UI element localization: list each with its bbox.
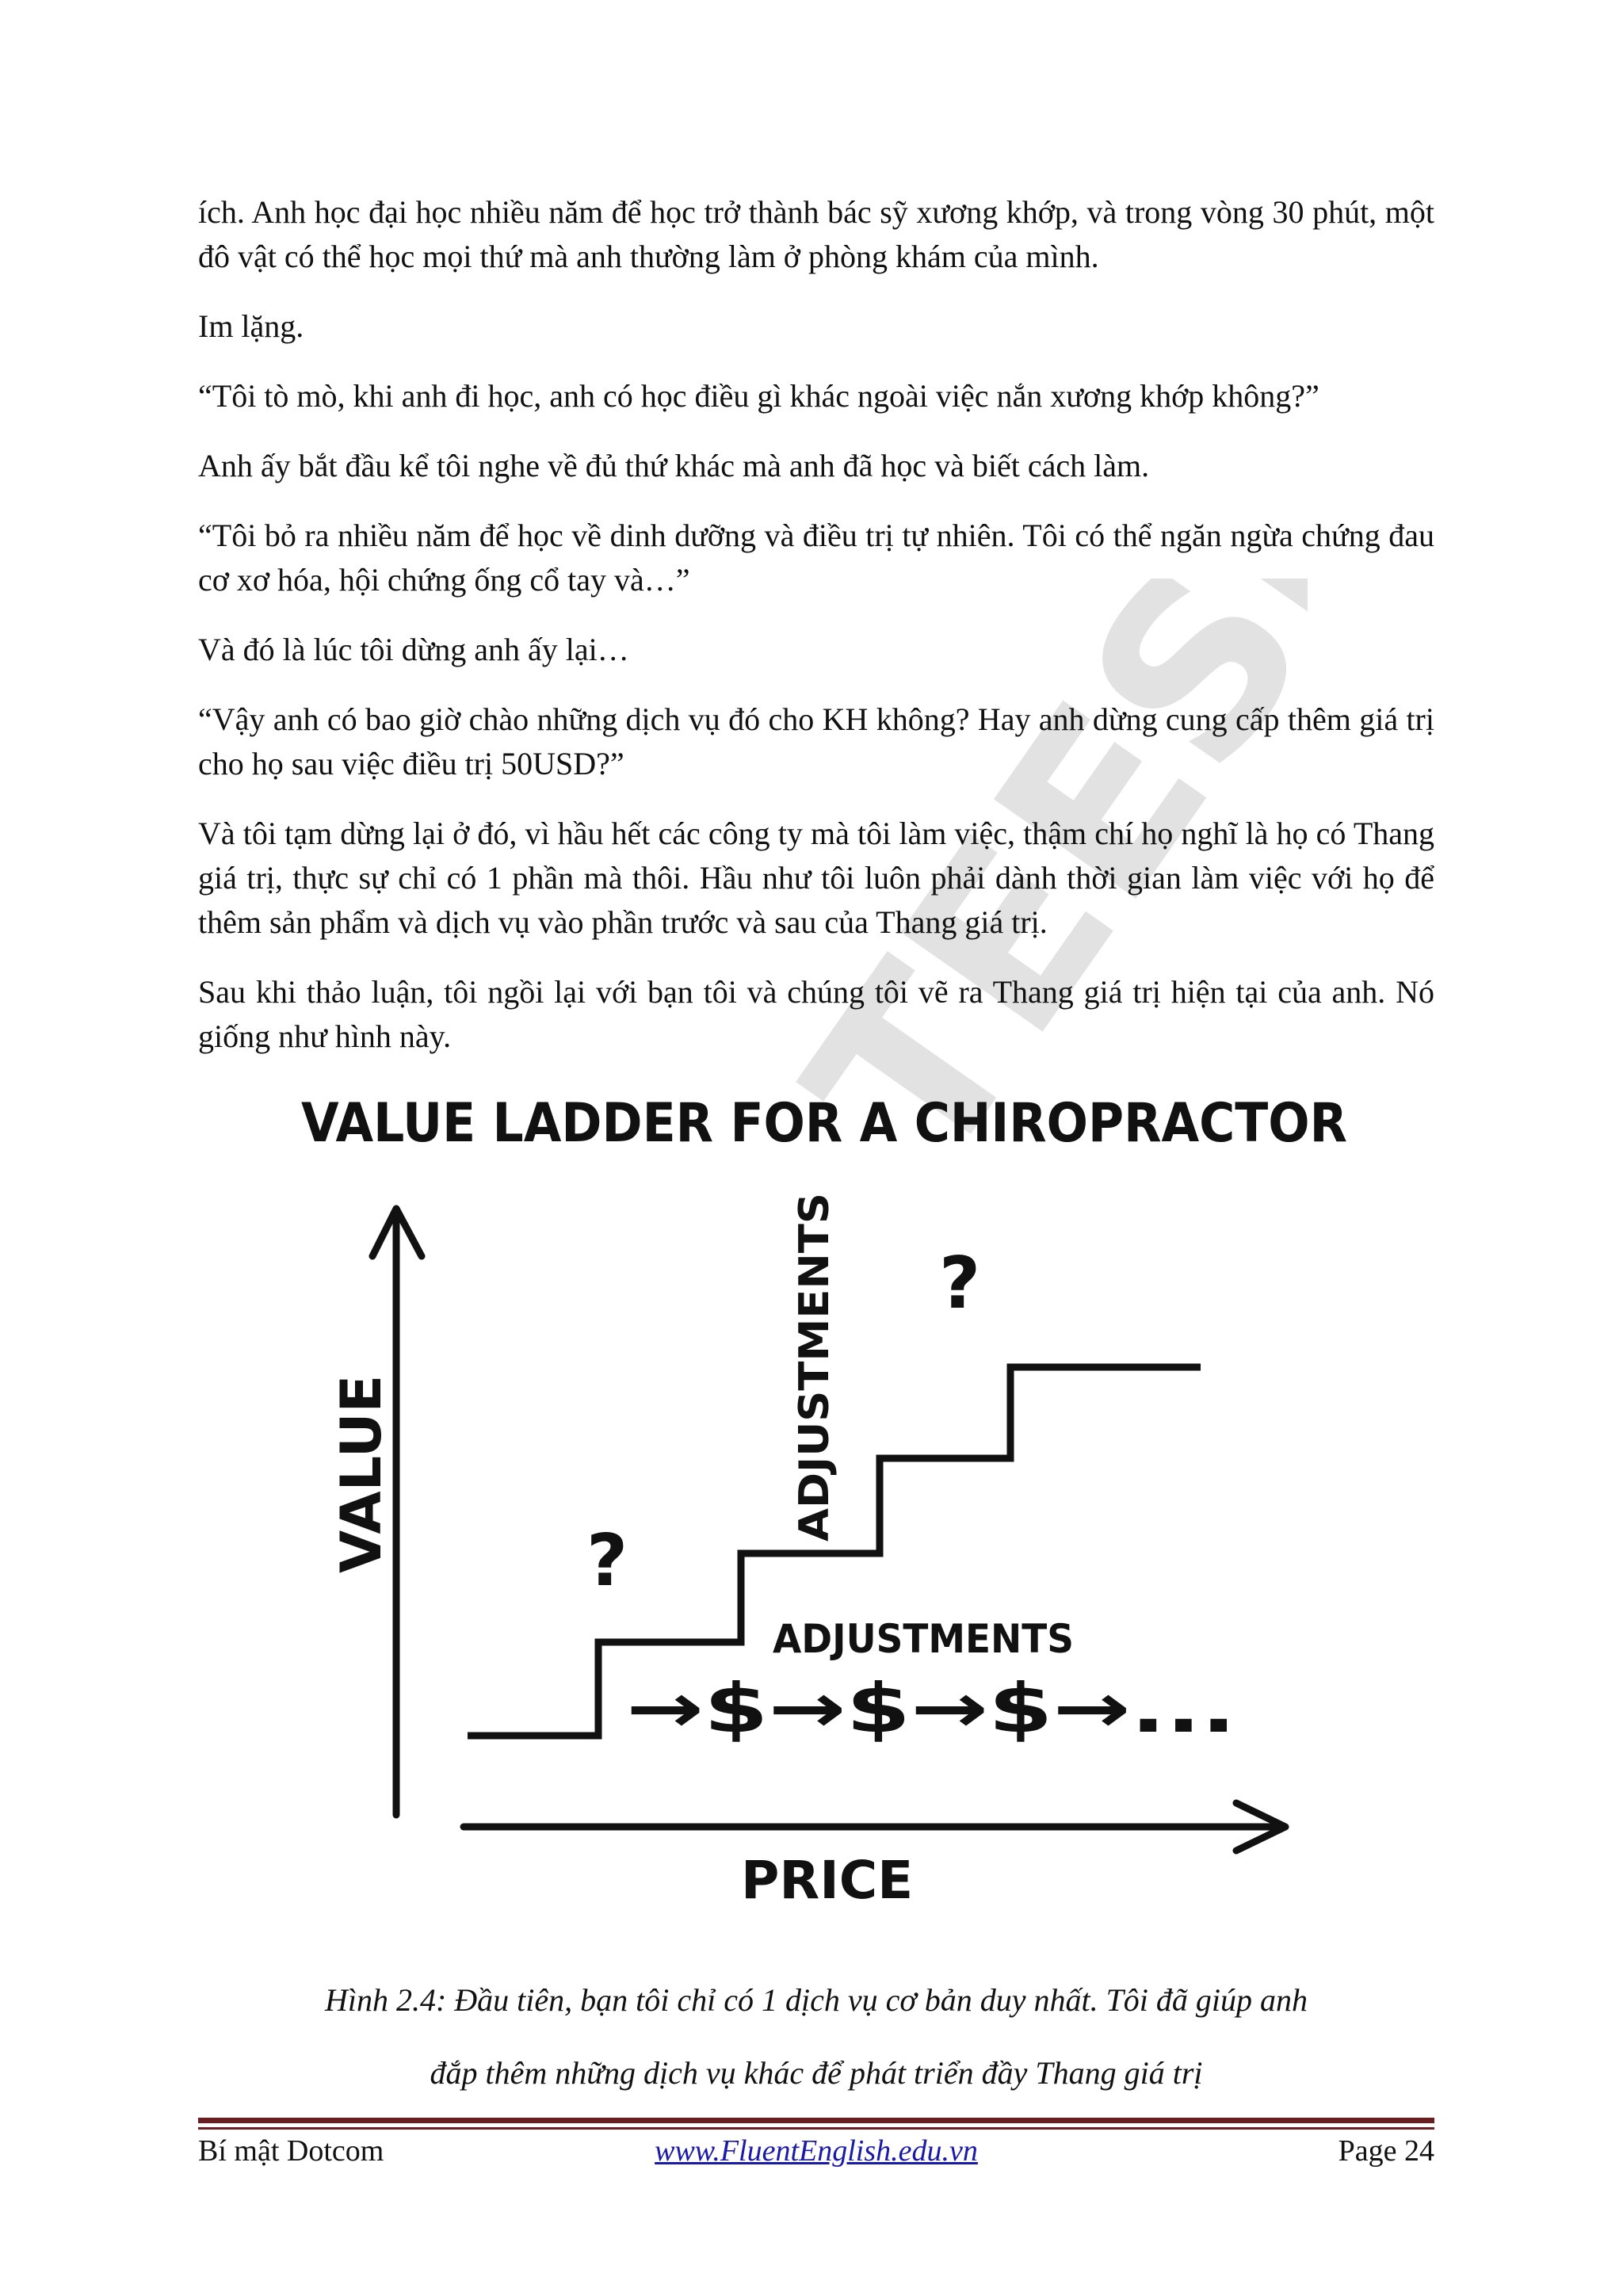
x-axis-label: PRICE	[741, 1850, 913, 1910]
paragraph: “Tôi tò mò, khi anh đi học, anh có học đ…	[198, 378, 1319, 414]
paragraph: ích. Anh học đại học nhiều năm để học tr…	[198, 194, 1434, 274]
paragraph: “Vậy anh có bao giờ chào những dịch vụ đ…	[198, 701, 1434, 781]
body-text: ích. Anh học đại học nhiều năm để học tr…	[198, 190, 1434, 1084]
paragraph: Anh ấy bắt đầu kể tôi nghe về đủ thứ khá…	[198, 448, 1150, 483]
figure-caption-line-2: đắp thêm những dịch vụ khác để phát triể…	[430, 2055, 1203, 2091]
figure-caption-line-1: Hình 2.4: Đầu tiên, bạn tôi chỉ có 1 dịc…	[324, 1982, 1308, 2018]
footer-book-title: Bí mật Dotcom	[198, 2134, 384, 2168]
paragraph: Im lặng.	[198, 308, 304, 344]
figure-title: VALUE LADDER FOR A CHIROPRACTOR	[301, 1092, 1347, 1155]
ladder-steps	[468, 1363, 1201, 1740]
page-number: Page 24	[1338, 2134, 1434, 2168]
footer-website-link[interactable]: www.FluentEnglish.edu.vn	[655, 2134, 978, 2168]
paragraph: Sau khi thảo luận, tôi ngồi lại với bạn …	[198, 974, 1434, 1054]
adjustments-flow: →$→$→$→...	[626, 1669, 1236, 1748]
upper-step-label: ADJUSTMENTS	[791, 1193, 838, 1541]
y-axis-arrowhead	[369, 1205, 426, 1260]
footer-link-container: www.FluentEnglish.edu.vn	[198, 2134, 1434, 2168]
question-mark-upper: ?	[939, 1242, 980, 1325]
page-footer: Bí mật Dotcom www.FluentEnglish.edu.vn P…	[198, 2134, 1434, 2173]
y-axis-label: VALUE	[329, 1375, 394, 1573]
question-mark-lower: ?	[586, 1519, 628, 1603]
paragraph: Và đó là lúc tôi dừng anh ấy lại…	[198, 632, 629, 667]
lower-label: ADJUSTMENTS	[773, 1616, 1074, 1662]
paragraph: “Tôi bỏ ra nhiều năm để học về dinh dưỡn…	[198, 518, 1434, 598]
x-axis-arrowhead	[1232, 1799, 1289, 1855]
paragraph: Và tôi tạm dừng lại ở đó, vì hầu hết các…	[198, 816, 1434, 940]
footer-divider	[198, 2118, 1434, 2123]
value-ladder-figure: VALUE LADDER FOR A CHIROPRACTOR VALUE PR…	[301, 1092, 1347, 1910]
footer-divider-thin	[198, 2127, 1434, 2130]
